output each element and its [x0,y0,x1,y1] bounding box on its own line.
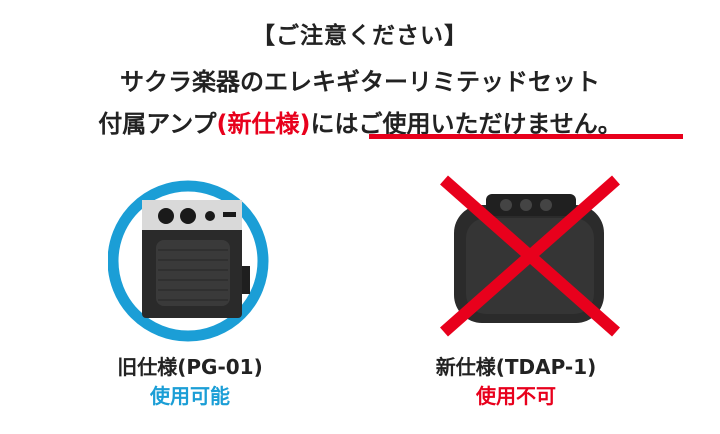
old-status-label: 使用可能 [150,384,230,408]
notice-title: 【ご注意ください】 [252,23,468,49]
amp-with-circle-icon [142,200,250,318]
new-spec-highlight: (新仕様) [216,110,311,138]
new-amp-image [440,175,620,337]
headline-middle: には [310,110,359,138]
cross-icon [440,175,620,337]
emphasis-underline [369,134,683,139]
new-status-label: 使用不可 [476,384,556,408]
headline-line-1: サクラ楽器のエレキギターリミテッドセット [120,68,600,96]
old-amp-image [108,180,269,342]
headline-emphasis: ご使用いただけません。 [358,110,622,138]
headline-line-2: 付属アンプ(新仕様)にはご使用いただけません。 [0,104,720,139]
headline-prefix: 付属アンプ [98,110,217,138]
ok-circle-icon [108,180,269,342]
old-model-label: 旧仕様(PG-01) [117,355,263,379]
new-model-label: 新仕様(TDAP-1) [435,355,597,379]
